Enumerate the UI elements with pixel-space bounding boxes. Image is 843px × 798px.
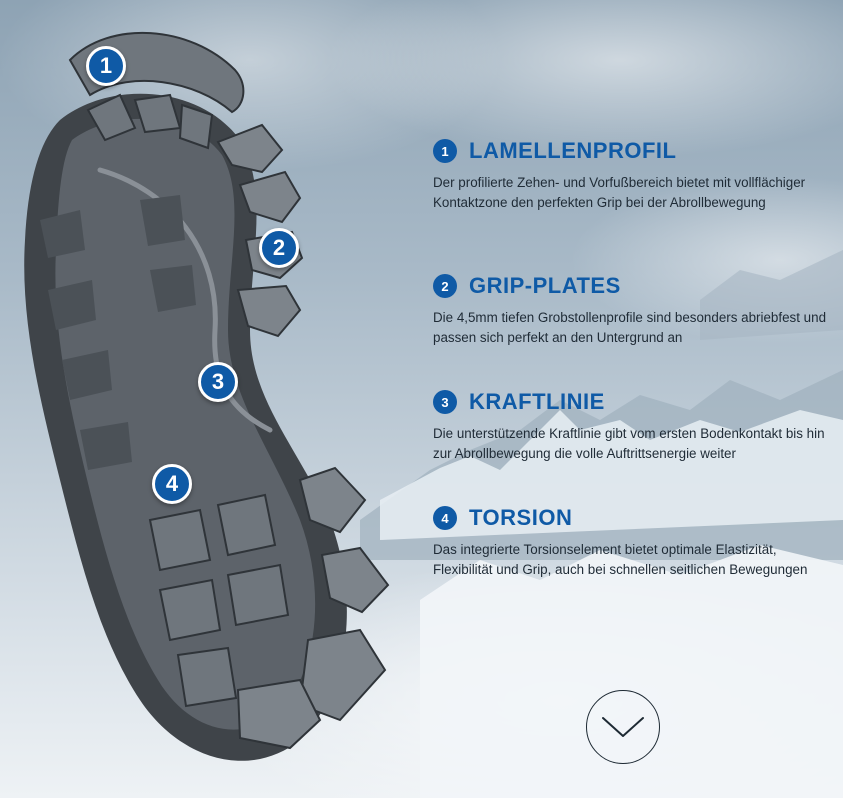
feature-heading: 2 GRIP-PLATES (433, 271, 833, 301)
feature-description: Der profilierte Zehen- und Vorfußbereich… (433, 175, 806, 210)
feature-item-kraftlinie: 3 KRAFTLINIE Die unterstützende Kraftlin… (433, 387, 833, 464)
callout-badge-1: 1 (86, 46, 126, 86)
feature-item-grip-plates: 2 GRIP-PLATES Die 4,5mm tiefen Grobstoll… (433, 271, 833, 348)
feature-item-lamellenprofil: 1 LAMELLENPROFIL Der profilierte Zehen- … (433, 136, 833, 213)
feature-title: KRAFTLINIE (469, 389, 605, 414)
feature-description: Die 4,5mm tiefen Grobstollenprofile sind… (433, 310, 827, 345)
callout-number: 2 (272, 235, 286, 260)
scroll-down-button[interactable] (586, 690, 660, 764)
callout-number: 4 (165, 471, 179, 496)
feature-heading: 3 KRAFTLINIE (433, 387, 833, 417)
heel-blocks (148, 493, 290, 708)
feature-title: GRIP-PLATES (469, 273, 621, 298)
feature-heading: 4 TORSION (433, 503, 833, 533)
feature-heading: 1 LAMELLENPROFIL (433, 136, 833, 166)
feature-description: Die unterstützende Kraftlinie gibt vom e… (433, 426, 825, 461)
callout-badge-3: 3 (198, 362, 238, 402)
callout-badge-4: 4 (152, 464, 192, 504)
callout-number: 3 (211, 369, 225, 394)
feature-title: LAMELLENPROFIL (469, 138, 677, 163)
heel-outer-pieces (236, 466, 390, 750)
feature-item-torsion: 4 TORSION Das integrierte Torsionselemen… (433, 503, 833, 580)
callout-badge-2: 2 (259, 228, 299, 268)
chevron-down-icon (602, 717, 644, 737)
feature-number-badge: 3 (433, 390, 457, 414)
kraftlinie-line (97, 167, 273, 433)
feature-title: TORSION (469, 505, 573, 530)
feature-number-badge: 1 (433, 139, 457, 163)
feature-number-badge: 2 (433, 274, 457, 298)
mid-lugs (40, 195, 196, 470)
feature-number-badge: 4 (433, 506, 457, 530)
feature-description: Das integrierte Torsionselement bietet o… (433, 542, 808, 577)
callout-number: 1 (99, 53, 113, 78)
